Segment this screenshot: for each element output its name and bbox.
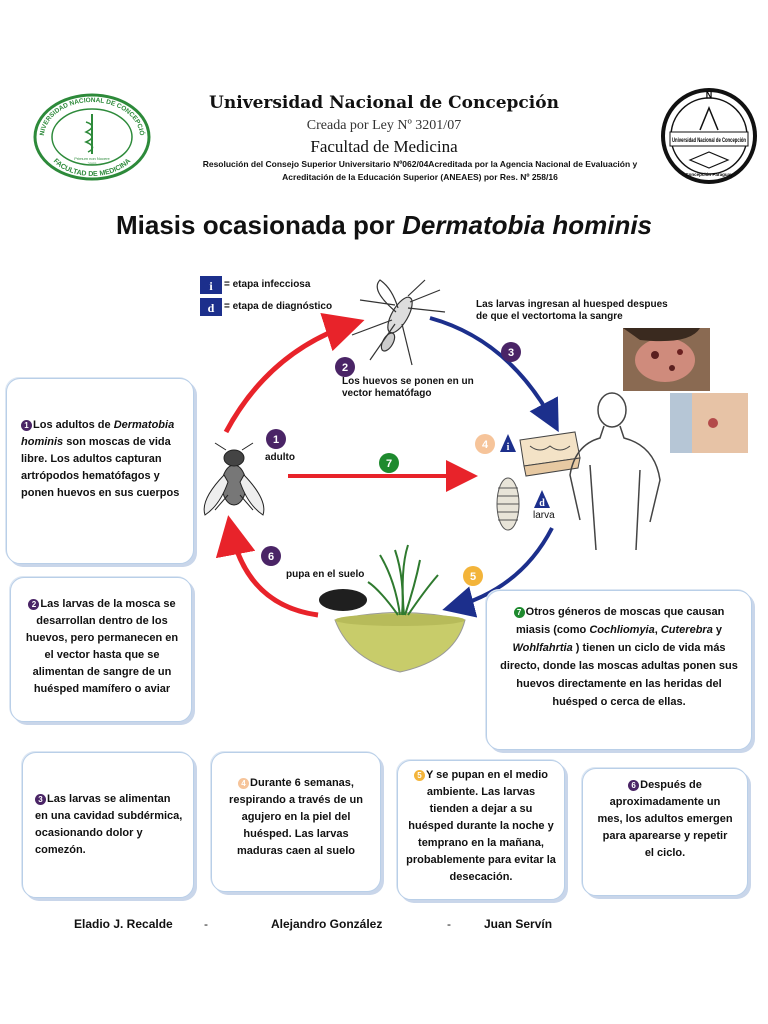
- box-6-number: 6: [628, 779, 640, 791]
- larva-illustration: [496, 477, 520, 531]
- university-name: Universidad Nacional de Concepción: [209, 93, 559, 113]
- svg-text:7: 7: [386, 458, 392, 470]
- stage-1-marker: 1: [265, 428, 287, 455]
- left-logo-year: 2005: [88, 161, 98, 166]
- box-3-number: 3: [35, 793, 46, 805]
- title-species: Dermatobia hominis: [402, 210, 653, 240]
- accreditation-line-2: Acreditación de la Educación Superior (A…: [282, 172, 558, 182]
- stage-6-marker: 6: [260, 545, 282, 572]
- svg-text:i: i: [507, 442, 510, 453]
- box-5-number: 5: [413, 769, 425, 781]
- diagnostic-stage-icon: d: [200, 298, 222, 316]
- legend-diagnostic-label: = etapa de diagnóstico: [224, 301, 333, 312]
- stage-4-marker: 4: [474, 433, 496, 460]
- title-prefix: Miasis ocasionada por: [115, 210, 403, 240]
- diagnostic-stage-marker: d: [533, 489, 551, 514]
- pupa-label: pupa en el suelo: [286, 569, 365, 580]
- box-7-text-pre: Otros géneros de moscas que causan miasi…: [515, 606, 725, 636]
- soil-with-pupa-illustration: [319, 544, 466, 673]
- box-7-sep-1: ,: [654, 624, 661, 636]
- box-7-genus-1: Cochliomyia: [589, 624, 655, 636]
- stage-2-label: Los huevos se ponen en un vector hematóf…: [342, 376, 474, 399]
- box-1-species: Dermatobia hominis: [21, 419, 175, 448]
- svg-text:d: d: [208, 301, 215, 315]
- svg-text:2: 2: [342, 362, 348, 374]
- author-separator-2: -: [447, 917, 451, 931]
- left-logo: UNIVERSIDAD NACIONAL DE CONCEPCIÓN FACUL…: [30, 87, 152, 182]
- box-4-number: 4: [238, 777, 250, 789]
- box-2-number: 2: [28, 598, 40, 610]
- accreditation-line-1: Resolución del Consejo Superior Universi…: [202, 159, 638, 169]
- accreditation-text: Resolución del Consejo Superior Universi…: [180, 158, 660, 184]
- svg-text:6: 6: [268, 551, 274, 563]
- faculty-name: Facultad de Medicina: [310, 137, 458, 156]
- box-5-text: Y se pupan en el medio ambiente. Las lar…: [406, 769, 556, 883]
- box-7-genus-2: Cuterebra: [660, 624, 713, 636]
- human-host-illustration: [569, 392, 661, 551]
- legend: i = etapa infecciosa d = etapa de diagnó…: [200, 276, 350, 320]
- larva-label: larva: [533, 510, 555, 521]
- svg-text:1: 1: [273, 434, 279, 446]
- adult-label: adulto: [265, 452, 295, 463]
- box-7-number: 7: [513, 606, 525, 618]
- host-skin-photo-1: [623, 328, 710, 391]
- box-6-text: Después de aproximadamente un mes, los a…: [597, 779, 733, 859]
- svg-text:i: i: [209, 279, 213, 293]
- svg-text:5: 5: [470, 571, 476, 583]
- mosquito-vector-illustration: [351, 279, 446, 366]
- box-4-text: Durante 6 semanas, respirando a través d…: [229, 777, 363, 857]
- arrow-larva-to-soil: [442, 527, 554, 618]
- box-1-text-pre: Los adultos de: [33, 419, 114, 431]
- adult-fly-illustration: [203, 442, 265, 516]
- box-7-sep-2: y: [712, 624, 723, 636]
- box-1-text-post: son moscas de vida libre. Los adultos ca…: [21, 436, 180, 499]
- svg-text:3: 3: [508, 347, 514, 359]
- arrow-vector-to-host: [429, 316, 559, 433]
- right-logo: N Universidad Nacional de Concepción Con…: [660, 86, 758, 186]
- right-logo-text: Universidad Nacional de Concepción: [672, 138, 746, 144]
- infective-stage-icon: i: [200, 276, 222, 294]
- author-2: Alejandro González: [271, 917, 383, 931]
- stage-5-marker: 5: [462, 565, 484, 592]
- right-logo-bottom: Concepción Paraguay: [685, 172, 733, 177]
- box-7-text-post: ) tienen un ciclo de vida más directo, d…: [500, 642, 738, 708]
- left-logo-motto: Primum non Nocere: [74, 156, 110, 161]
- box-7-genus-3: Wohlfahrtia: [512, 642, 573, 654]
- poster-title: Miasis ocasionada por Dermatobia hominis: [0, 210, 768, 241]
- legend-infective-label: = etapa infecciosa: [224, 279, 311, 290]
- box-2-text: Las larvas de la mosca se desarrollan de…: [25, 598, 179, 695]
- arrow-pupa-to-adult: [215, 515, 319, 618]
- stage-7-marker: 7: [378, 452, 400, 479]
- stage-3-marker: 3: [500, 341, 522, 368]
- life-cycle-diagram: [203, 279, 748, 673]
- svg-text:d: d: [539, 498, 545, 509]
- box-3-text: Las larvas se alimentan en una cavidad s…: [35, 793, 183, 856]
- box-1-number: 1: [21, 419, 32, 431]
- infective-stage-marker: i: [499, 433, 517, 458]
- author-1: Eladio J. Recalde: [74, 917, 173, 931]
- svg-text:4: 4: [482, 439, 489, 451]
- stage-3-label: Las larvas ingresan al huesped despues d…: [476, 299, 668, 322]
- arrow-adult-to-vector: [223, 313, 365, 434]
- host-skin-photo-2: [670, 393, 748, 453]
- stage-2-marker: 2: [334, 356, 356, 383]
- right-logo-letter: N: [706, 90, 713, 100]
- skin-section-illustration: [519, 431, 581, 477]
- creation-law: Creada por Ley Nº 3201/07: [306, 118, 462, 133]
- author-3: Juan Servín: [484, 917, 553, 931]
- author-separator-1: -: [204, 917, 208, 931]
